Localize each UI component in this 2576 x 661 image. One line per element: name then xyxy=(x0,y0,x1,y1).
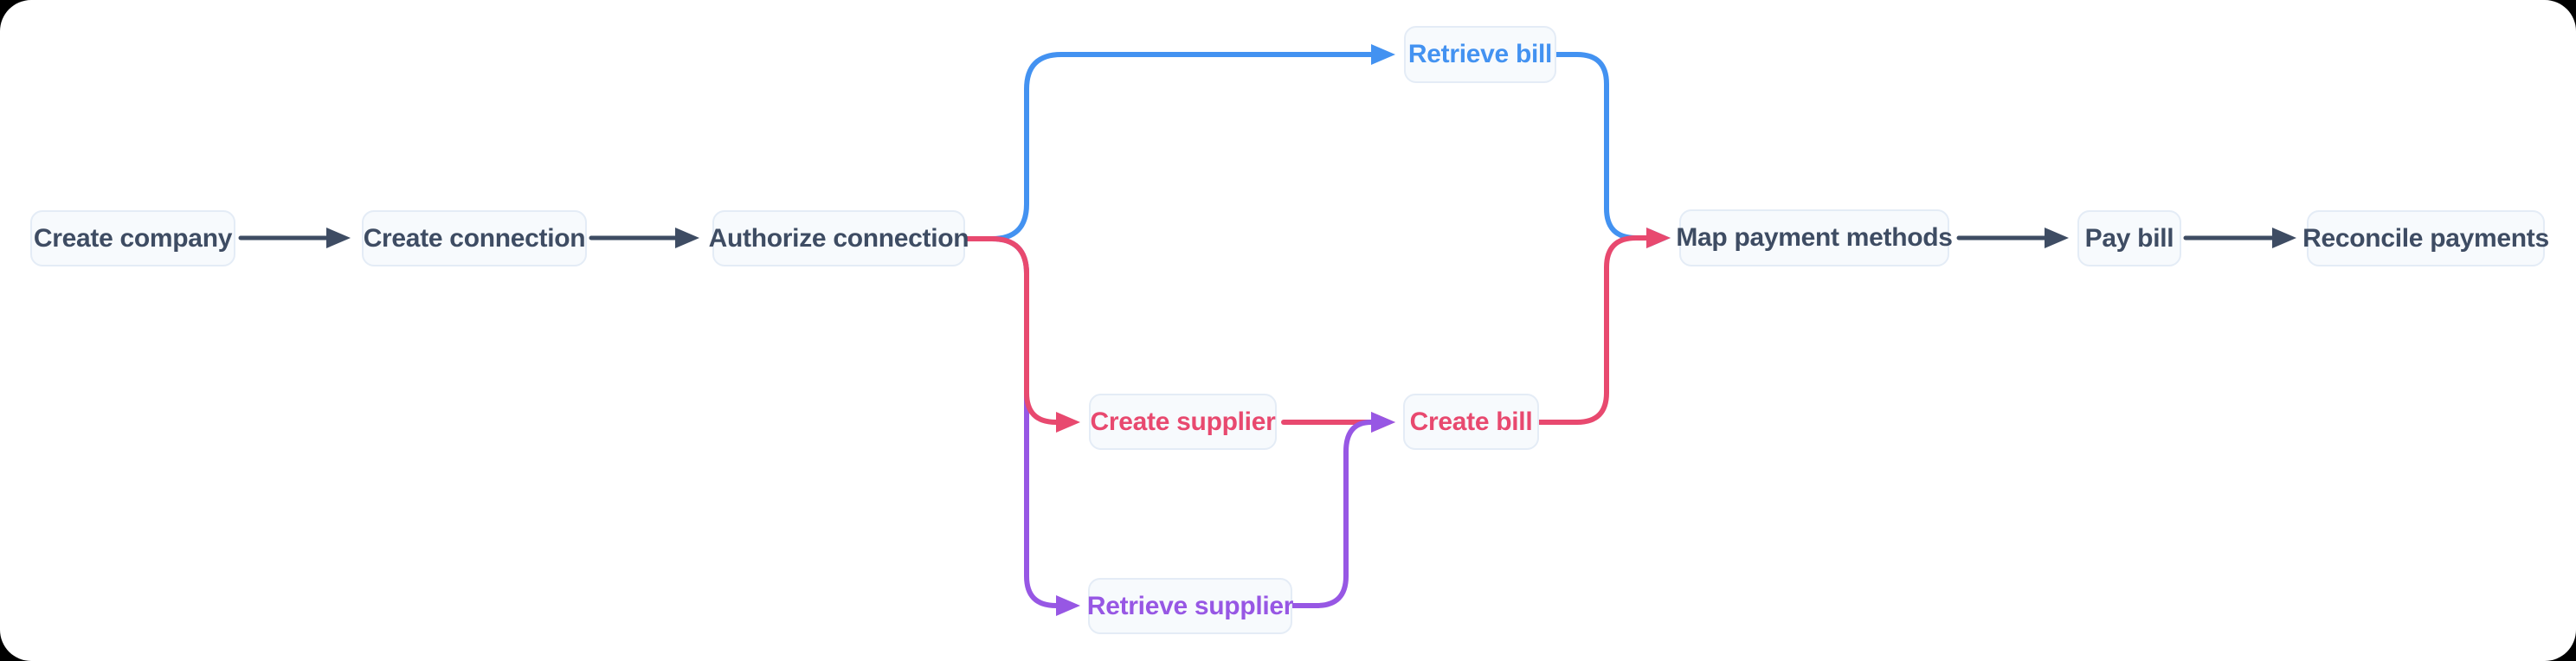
node-create-supplier[interactable]: Create supplier xyxy=(1089,394,1277,450)
node-reconcile-payments[interactable]: Reconcile payments xyxy=(2302,210,2549,266)
edge-create-bill-to-map-payment-methods xyxy=(1536,228,1671,425)
edge-retrieve-supplier-to-create-bill xyxy=(1290,412,1395,608)
edge-retrieve-bill-to-map-payment-methods xyxy=(1554,52,1671,248)
node-create-company[interactable]: Create company xyxy=(30,210,235,266)
node-create-bill[interactable]: Create bill xyxy=(1403,394,1539,450)
node-pay-bill[interactable]: Pay bill xyxy=(2077,210,2181,266)
node-retrieve-supplier[interactable]: Retrieve supplier xyxy=(1087,578,1293,634)
node-create-connection[interactable]: Create connection xyxy=(362,210,587,266)
node-map-payment-methods[interactable]: Map payment methods xyxy=(1676,209,1953,266)
edge-authorize-connection-to-retrieve-bill xyxy=(963,44,1395,241)
node-retrieve-bill[interactable]: Retrieve bill xyxy=(1404,26,1556,83)
node-authorize-connection[interactable]: Authorize connection xyxy=(709,210,969,266)
edge-authorize-connection-to-create-supplier xyxy=(963,236,1080,433)
